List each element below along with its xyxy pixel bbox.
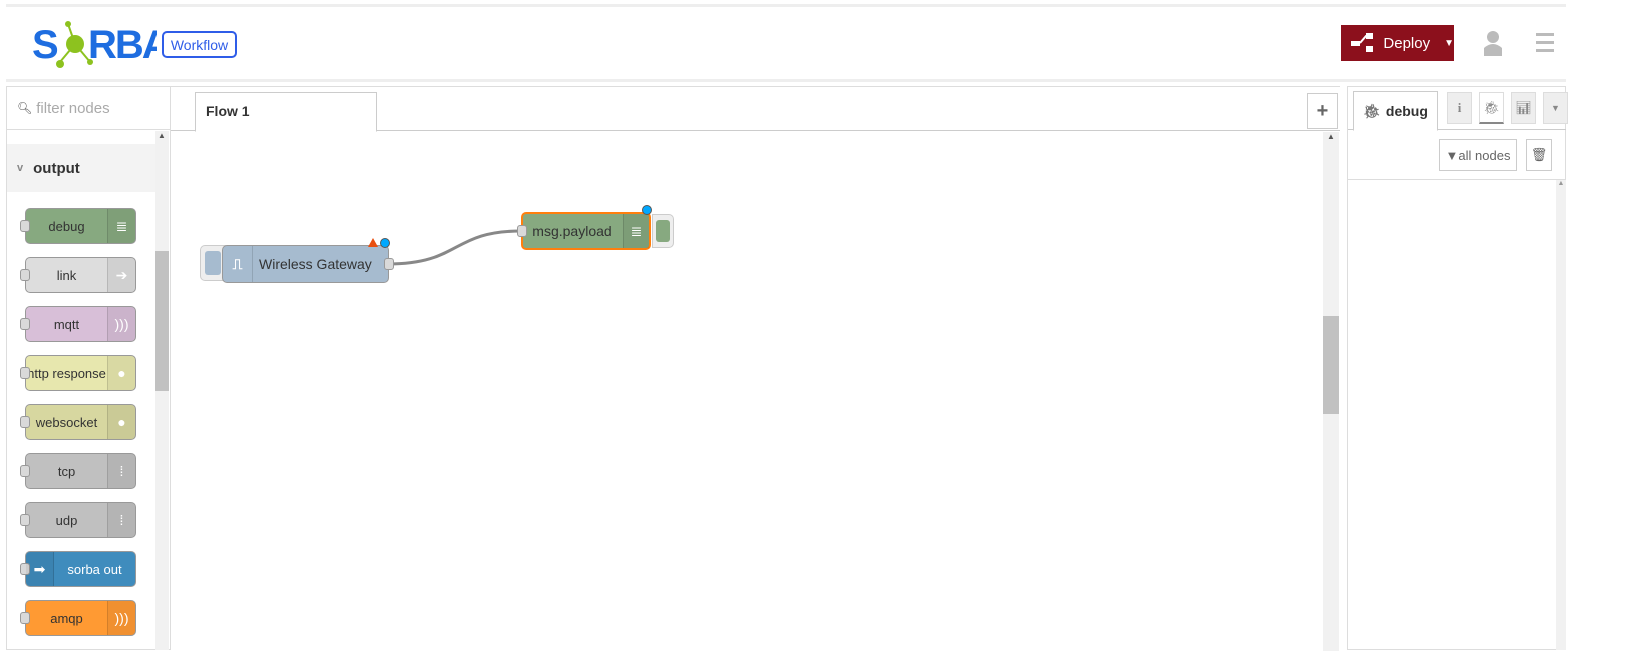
tab-debug[interactable]: 🐞︎debug bbox=[1353, 91, 1438, 131]
node-label: tcp bbox=[57, 463, 76, 479]
changed-indicator-icon bbox=[380, 238, 390, 248]
node-icon: ● bbox=[107, 405, 135, 439]
palette-node-udp[interactable]: udp ⁞ bbox=[20, 502, 136, 538]
node-icon: ))) bbox=[107, 601, 135, 635]
filter-icon: ▼ bbox=[1445, 147, 1459, 163]
node-label: Wireless Gateway bbox=[259, 256, 372, 272]
node-msg-payload[interactable]: msg.payload ≣ bbox=[517, 205, 652, 250]
svg-text:S: S bbox=[32, 23, 58, 67]
debug-button[interactable]: 🐞︎ bbox=[1479, 92, 1504, 124]
chevron-down-icon[interactable]: ▼ bbox=[1444, 37, 1454, 49]
palette-node-http-response[interactable]: http response● bbox=[20, 355, 136, 391]
scrollbar-thumb[interactable] bbox=[1323, 316, 1339, 414]
category-label: output bbox=[33, 159, 80, 177]
node-icon: ➔ bbox=[107, 258, 135, 292]
palette-node-sorba-out[interactable]: sorba out ➡ bbox=[20, 551, 136, 587]
node-label: msg.payload bbox=[532, 223, 612, 239]
deploy-button[interactable]: Deploy ▼ bbox=[1341, 25, 1454, 61]
tab-label: debug bbox=[1385, 103, 1428, 119]
clear-debug-button[interactable]: 🗑︎ bbox=[1526, 139, 1552, 171]
input-port bbox=[20, 612, 30, 624]
palette-node-mqtt[interactable]: mqtt))) bbox=[20, 306, 136, 342]
add-flow-button[interactable]: + bbox=[1307, 93, 1338, 129]
node-label: websocket bbox=[35, 414, 98, 430]
node-label: sorba out bbox=[67, 561, 122, 577]
tab-flow-1[interactable]: Flow 1 bbox=[195, 92, 377, 132]
sorba-logo: S RBA bbox=[32, 21, 157, 68]
input-port bbox=[20, 367, 30, 379]
bug-icon: 🐞︎ bbox=[1363, 102, 1381, 119]
input-port bbox=[20, 220, 30, 232]
warning-icon bbox=[368, 238, 378, 247]
node-icon: ➡ bbox=[26, 552, 54, 586]
flow-canvas[interactable] bbox=[171, 87, 1340, 651]
input-port[interactable] bbox=[517, 225, 527, 237]
wave-icon: ⎍ bbox=[223, 246, 253, 282]
info-button[interactable]: i bbox=[1447, 92, 1472, 124]
input-port bbox=[20, 514, 30, 526]
sidebar-scrollbar[interactable]: ▲ bbox=[1556, 180, 1566, 650]
input-port bbox=[20, 318, 30, 330]
filter-label: all nodes bbox=[1458, 147, 1511, 163]
palette-node-tcp[interactable]: tcp ⁞ bbox=[20, 453, 136, 489]
canvas-scrollbar[interactable]: ▲ bbox=[1323, 132, 1339, 651]
palette-node-debug[interactable]: debug ≣ bbox=[20, 208, 136, 244]
node-icon: ))) bbox=[107, 307, 135, 341]
tab-bar: Flow 1 + bbox=[171, 87, 1340, 132]
node-label: udp bbox=[55, 512, 78, 528]
palette-node-websocket[interactable]: websocket ● bbox=[20, 404, 136, 440]
deploy-icon bbox=[1351, 33, 1374, 52]
input-port bbox=[20, 269, 30, 281]
scroll-up-icon[interactable]: ▲ bbox=[1327, 132, 1335, 141]
node-icon: ● bbox=[107, 356, 135, 390]
debug-list-icon: ≣ bbox=[623, 214, 649, 248]
filter-nodes-input[interactable]: 🔍︎filter nodes bbox=[7, 86, 171, 130]
node-label: amqp bbox=[50, 610, 83, 626]
palette-node-link[interactable]: link ➔ bbox=[20, 257, 136, 293]
node-label: mqtt bbox=[53, 316, 80, 332]
dashboard-button[interactable]: 📊︎ bbox=[1511, 92, 1536, 124]
node-label: link bbox=[56, 267, 77, 283]
input-port bbox=[20, 416, 30, 428]
palette-scrollbar[interactable]: ▲ bbox=[155, 131, 169, 650]
svg-text:RBA: RBA bbox=[88, 23, 157, 67]
scrollbar-thumb[interactable] bbox=[155, 251, 169, 391]
scroll-up-icon[interactable]: ▲ bbox=[158, 131, 166, 140]
output-port[interactable] bbox=[384, 258, 394, 270]
node-label: http response bbox=[27, 365, 106, 381]
sidebar-menu-chevron[interactable]: ▼ bbox=[1543, 92, 1568, 124]
wire bbox=[387, 229, 522, 266]
node-icon: ⁞ bbox=[107, 454, 135, 488]
palette-node-amqp[interactable]: amqp))) bbox=[20, 600, 136, 636]
workspace: Flow 1 + ▲ ⎍ Wireless Gateway msg.payloa… bbox=[171, 86, 1340, 651]
search-icon: 🔍︎ bbox=[17, 101, 33, 115]
sidebar: 🐞︎debug i 🐞︎ 📊︎ ▼ ▼all nodes 🗑︎ ▲ bbox=[1347, 86, 1568, 650]
deploy-label: Deploy bbox=[1383, 34, 1431, 52]
input-port bbox=[20, 465, 30, 477]
user-icon[interactable] bbox=[1483, 30, 1503, 56]
node-label: debug bbox=[48, 218, 85, 234]
changed-indicator-icon bbox=[642, 205, 652, 215]
all-nodes-filter-button[interactable]: ▼all nodes bbox=[1439, 139, 1517, 171]
node-icon: ⁞ bbox=[107, 503, 135, 537]
debug-toggle-button[interactable] bbox=[652, 214, 674, 248]
trash-icon: 🗑︎ bbox=[1530, 147, 1548, 162]
chevron-down-icon: v bbox=[17, 162, 24, 174]
node-wireless-gateway[interactable]: ⎍ Wireless Gateway bbox=[222, 238, 394, 283]
node-icon: ≣ bbox=[107, 209, 135, 243]
filter-placeholder: filter nodes bbox=[36, 99, 110, 117]
menu-icon[interactable] bbox=[1536, 33, 1554, 57]
workflow-badge: Workflow bbox=[162, 31, 237, 58]
input-port bbox=[20, 563, 30, 575]
